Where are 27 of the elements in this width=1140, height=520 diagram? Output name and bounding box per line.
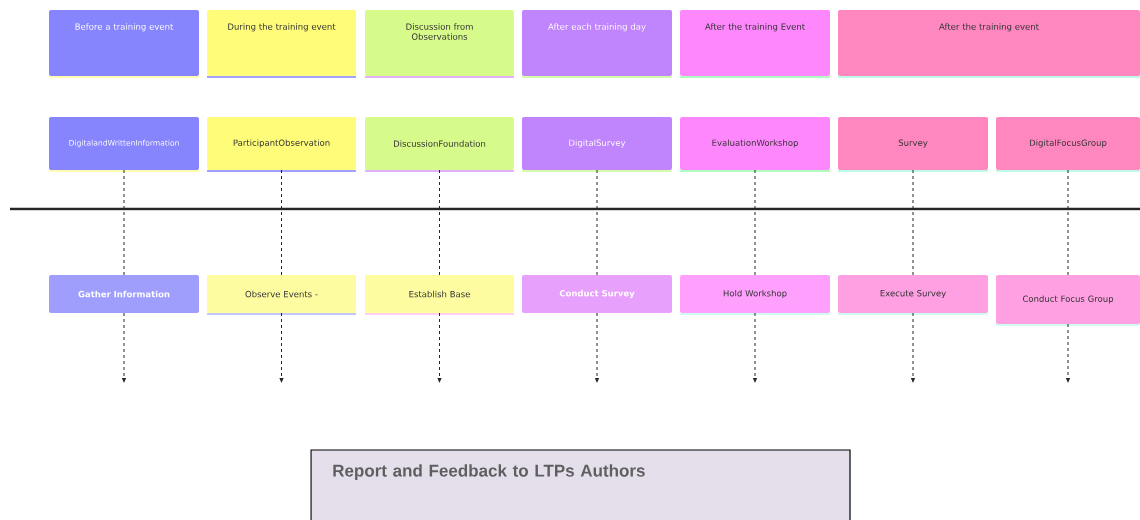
- activity-box: Conduct Focus Group: [996, 275, 1140, 326]
- arrow: [1066, 323, 1070, 383]
- method-box: DigitalSurvey: [522, 117, 672, 172]
- report-box: Report and Feedback to LTPs Authors: [310, 449, 851, 520]
- arrow: [437, 312, 442, 383]
- activity-box: Conduct Survey: [522, 275, 672, 313]
- activity-box: Observe Events -: [207, 275, 356, 315]
- phase-box: Discussion from Observations: [365, 10, 514, 78]
- method-box: DigitalFocusGroup: [996, 117, 1140, 172]
- method-box: EvaluationWorkshop: [680, 117, 830, 172]
- phase-box: During the training event: [207, 10, 356, 78]
- activity-box: Hold Workshop: [680, 275, 830, 315]
- arrow: [122, 312, 126, 383]
- activity-box: Execute Survey: [838, 275, 988, 315]
- phase-box: After each training day: [522, 10, 672, 78]
- arrow: [595, 312, 599, 383]
- activity-box: Gather Information: [49, 275, 199, 313]
- arrow: [753, 312, 757, 383]
- phase-box: After the training event: [838, 10, 1140, 78]
- phase-box: After the training Event: [680, 10, 830, 78]
- method-box: DiscussionFoundation: [365, 117, 514, 172]
- method-box: Survey: [838, 117, 988, 172]
- arrow: [911, 312, 915, 383]
- method-box: ParticipantObservation: [207, 117, 356, 172]
- activity-box: Establish Base: [365, 275, 514, 315]
- arrow: [279, 312, 284, 383]
- phase-box: Before a training event: [49, 10, 199, 78]
